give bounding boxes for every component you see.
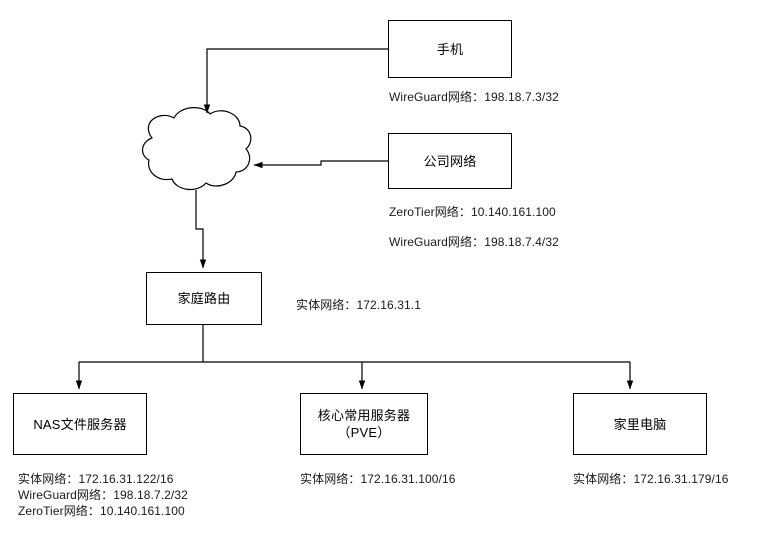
connector-company-to-internet [253, 160, 388, 169]
note-phone-wireguard: WireGuard网络：198.18.7.3/32 [389, 90, 559, 104]
connector-internet-to-router [195, 190, 207, 269]
node-nas[interactable]: NAS文件服务器 [13, 393, 147, 455]
note-pve-physical: 实体网络：172.16.31.100/16 [300, 472, 456, 486]
note-nas-networks: 实体网络：172.16.31.122/16 WireGuard网络：198.18… [18, 472, 188, 518]
node-company-network[interactable]: 公司网络 [388, 133, 512, 189]
node-home-pc[interactable]: 家里电脑 [573, 393, 707, 455]
internet-cloud-icon [142, 107, 252, 191]
node-phone[interactable]: 手机 [388, 20, 512, 78]
note-company-wireguard: WireGuard网络：198.18.7.4/32 [389, 235, 559, 249]
node-home-router-label: 家庭路由 [177, 291, 231, 306]
note-home-pc-physical: 实体网络：172.16.31.179/16 [573, 472, 729, 486]
node-nas-label: NAS文件服务器 [33, 416, 127, 432]
node-home-pc-label: 家里电脑 [613, 416, 667, 432]
node-pve-label: 核心常用服务器 （PVE） [317, 408, 411, 440]
node-phone-label: 手机 [436, 41, 464, 57]
note-company-zerotier: ZeroTier网络：10.140.161.100 [389, 205, 556, 219]
node-company-network-label: 公司网络 [423, 153, 477, 169]
note-router-physical: 实体网络：172.16.31.1 [296, 298, 421, 312]
node-home-router[interactable]: 家庭路由 [146, 272, 262, 325]
connector-phone-to-internet [203, 48, 388, 114]
node-pve[interactable]: 核心常用服务器 （PVE） [300, 393, 428, 455]
